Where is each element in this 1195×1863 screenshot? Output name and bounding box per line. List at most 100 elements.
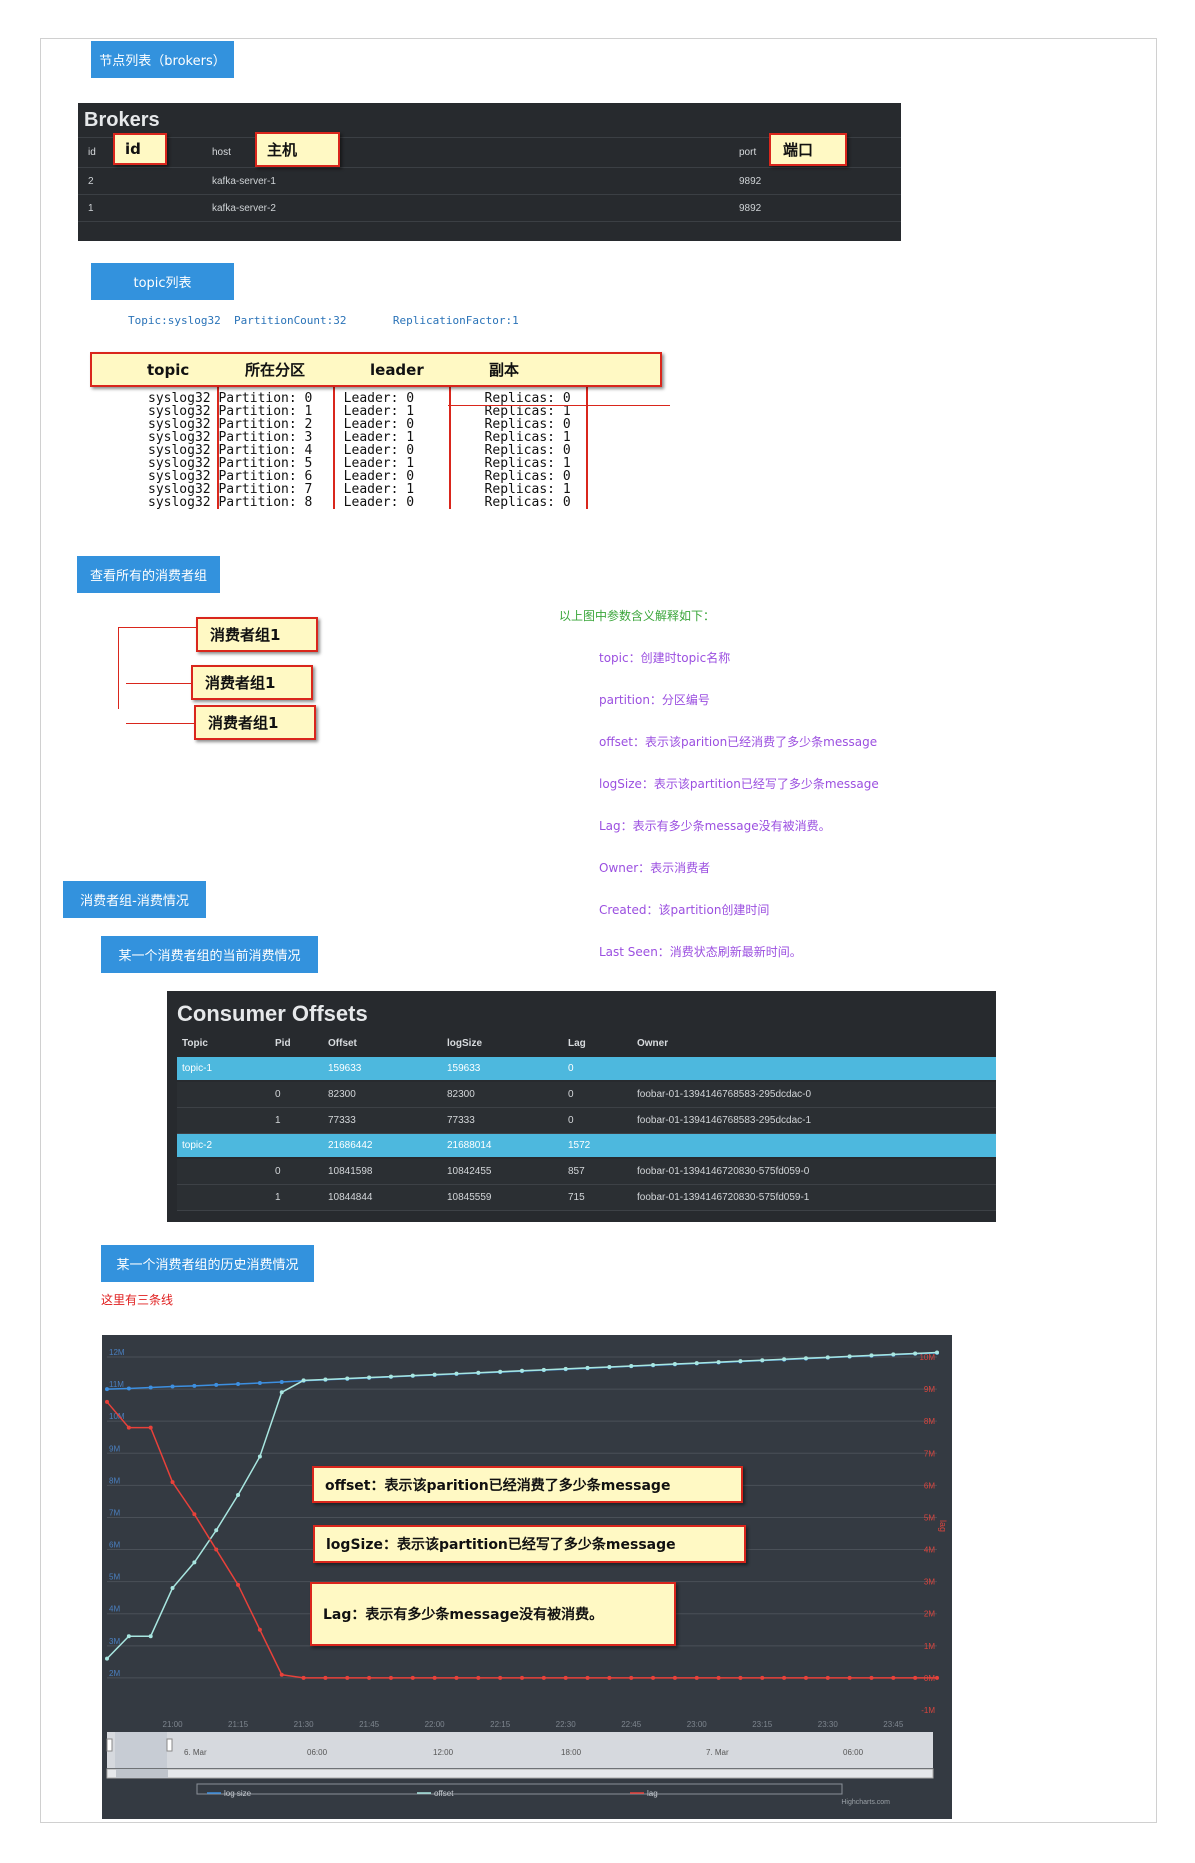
divider-line [586,387,588,509]
topic-summary: Topic:syslog32 PartitionCount:32 Replica… [128,314,519,327]
navigator-scrollbar [106,1768,934,1779]
x-tick-label: 21:45 [359,1720,380,1729]
data-point [935,1675,939,1680]
y-left-tick-label: 2M [109,1669,120,1678]
data-point [170,1586,175,1591]
cell-logsize: 10845559 [447,1192,492,1203]
header-logsize: logSize [447,1038,483,1049]
data-point [782,1675,787,1680]
data-point [913,1675,918,1680]
explain-item: Owner：表示消费者 [599,861,711,875]
data-point [738,1675,743,1680]
data-point [388,1675,393,1680]
consumption-section-button[interactable]: 消费者组-消费情况 [63,881,206,918]
legend-label: lag [647,1789,658,1798]
data-point [760,1358,765,1363]
x-tick-label: 22:30 [556,1720,577,1729]
history-consumption-button[interactable]: 某一个消费者组的历史消费情况 [101,1245,314,1282]
cell-logsize: 77333 [447,1115,475,1126]
broker-host: kafka-server-2 [212,203,276,214]
callout-id: id [113,133,167,165]
divider-line [449,387,451,509]
data-point [716,1360,721,1365]
y-left-tick-label: 10M [109,1412,125,1421]
navigator-handle-left [106,1738,113,1752]
x-tick-label: 23:30 [818,1720,839,1729]
partition-line: syslog32 Partition: 6 Leader: 0 Replicas… [148,469,571,484]
brokers-section-button[interactable]: 节点列表（brokers） [91,41,234,78]
cell-offset: 82300 [328,1089,356,1100]
data-point [847,1354,852,1359]
x-tick-label: 21:15 [228,1720,249,1729]
brokers-title: Brokers [84,109,160,131]
data-point [738,1359,743,1364]
data-point [672,1675,677,1680]
data-point [891,1675,896,1680]
x-tick-label: 22:45 [621,1720,642,1729]
callout-port: 端口 [769,133,847,166]
cell-logsize: 21688014 [447,1140,492,1151]
data-point [257,1454,262,1459]
y-left-tick-label: 7M [109,1508,120,1517]
data-point [760,1675,765,1680]
cell-offset: 10841598 [328,1166,373,1177]
callout-topic: topic [147,360,190,379]
data-point [301,1675,306,1680]
data-point [257,1380,262,1385]
cell-pid: 1 [275,1192,281,1203]
y-left-tick-label: 9M [109,1444,120,1453]
navigator-label: 06:00 [843,1748,864,1757]
y-left-tick-label: 3M [109,1637,120,1646]
data-point [454,1675,459,1680]
data-point [236,1582,241,1587]
data-point [148,1634,153,1639]
cell-pid: 1 [275,1115,281,1126]
data-point [498,1675,503,1680]
broker-port: 9892 [739,203,762,214]
data-point [192,1383,197,1388]
cell-logsize: 10842455 [447,1166,492,1177]
history-note: 这里有三条线 [101,1293,174,1307]
header-owner: Owner [637,1038,669,1049]
navigator-label: 7. Mar [706,1748,729,1757]
y-left-tick-label: 8M [109,1476,120,1485]
callout-consumer-group: 消费者组1 [194,705,316,740]
data-point [105,1656,109,1661]
data-point [563,1675,568,1680]
callout-consumer-group: 消费者组1 [191,665,313,700]
data-point [126,1425,131,1430]
data-point [323,1377,328,1382]
header-offset: Offset [328,1038,357,1049]
data-point [869,1675,874,1680]
data-point [367,1375,372,1380]
cell-lag: 715 [568,1192,585,1203]
chart-credit: Highcharts.com [841,1799,890,1806]
data-point [629,1363,634,1368]
current-consumption-button[interactable]: 某一个消费者组的当前消费情况 [101,936,318,973]
data-point [585,1675,590,1680]
navigator-label: 6. Mar [184,1748,207,1757]
data-point [170,1384,175,1389]
data-point [367,1675,372,1680]
data-point [105,1387,109,1392]
brokers-header-row: id host port [78,137,901,167]
data-point [236,1492,241,1497]
topic-section-button[interactable]: topic列表 [91,263,234,300]
data-point [651,1675,656,1680]
cell-owner: foobar-01-1394146768583-295dcdac-1 [637,1115,812,1126]
consumer-groups-section-button[interactable]: 查看所有的消费者组 [77,556,220,593]
header-id: id [88,147,96,158]
data-point [126,1634,131,1639]
cell-lag: 0 [568,1089,574,1100]
data-point [105,1399,109,1404]
data-point [825,1355,830,1360]
cell-lag: 1572 [568,1140,591,1151]
offsets-title: Consumer Offsets [177,1001,368,1026]
data-point [520,1368,524,1373]
y-right-axis-label: lag [938,1520,948,1532]
data-point [891,1352,896,1357]
cell-pid: 0 [275,1089,281,1100]
y-right-tick-label: 7M [924,1449,935,1458]
